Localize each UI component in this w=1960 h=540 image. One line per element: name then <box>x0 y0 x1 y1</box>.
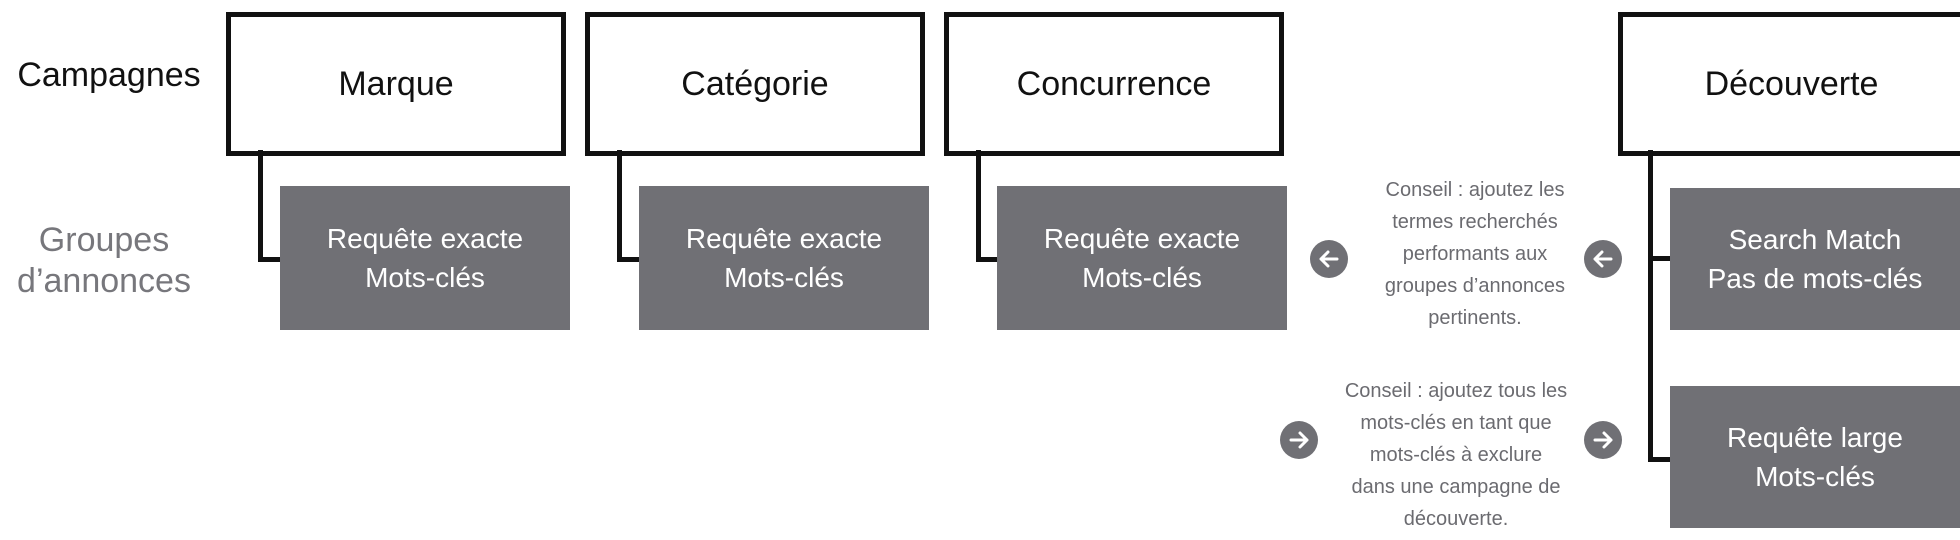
tip-add-search-terms: Conseil : ajoutez les termes recherchés … <box>1350 174 1600 334</box>
tip-line: performants aux <box>1402 243 1548 265</box>
campaigns-row-label: Campagnes <box>17 56 201 94</box>
adgroups-row-label-line1: Groupes <box>38 221 170 259</box>
adgroup-line1: Requête exacte <box>1043 222 1241 254</box>
adgroup-box-concurrence: Requête exacte Mots-clés <box>997 186 1287 330</box>
adgroup-line2: Pas de mots-clés <box>1707 263 1923 294</box>
adgroup-line2: Mots-clés <box>1755 461 1875 492</box>
adgroups-row-label-line2: d’annonces <box>17 261 191 300</box>
adgroup-box-search-match: Search Match Pas de mots-clés <box>1670 188 1960 330</box>
tip-line: Conseil : ajoutez les <box>1385 179 1565 201</box>
adgroups-row-label: Groupes d’annonces <box>4 220 204 302</box>
adgroup-line1: Search Match <box>1728 223 1902 255</box>
connector-marque <box>258 150 282 262</box>
adgroup-box-marque: Requête exacte Mots-clés <box>280 186 570 330</box>
adgroup-line2: Mots-clés <box>1082 262 1202 293</box>
connector-decouverte-branch-2 <box>1648 457 1672 462</box>
tip-line: découverte. <box>1403 508 1509 530</box>
campaign-name: Catégorie <box>681 64 829 103</box>
tip-line: mots-clés en tant que <box>1360 412 1552 434</box>
connector-categorie <box>617 150 641 262</box>
campaign-box-decouverte: Découverte <box>1618 12 1960 156</box>
arrow-right-circle-icon <box>1280 421 1318 459</box>
campaign-name: Marque <box>338 64 454 103</box>
arrow-right-circle-icon <box>1584 421 1622 459</box>
connector-decouverte-branch-1 <box>1648 256 1672 261</box>
adgroup-box-requete-large: Requête large Mots-clés <box>1670 386 1960 528</box>
connector-concurrence <box>976 150 1000 262</box>
adgroup-line1: Requête exacte <box>685 222 883 254</box>
adgroup-line1: Requête large <box>1727 421 1903 453</box>
tip-line: groupes d’annonces <box>1384 275 1566 297</box>
adgroup-line2: Mots-clés <box>365 262 485 293</box>
campaign-name: Concurrence <box>1016 64 1212 103</box>
campaign-box-categorie: Catégorie <box>585 12 925 156</box>
tip-line: pertinents. <box>1428 307 1522 329</box>
adgroup-line1: Requête exacte <box>326 222 524 254</box>
campaign-name: Découverte <box>1704 64 1879 103</box>
adgroup-box-categorie: Requête exacte Mots-clés <box>639 186 929 330</box>
tip-line: Conseil : ajoutez tous les <box>1344 380 1568 402</box>
adgroup-line2: Mots-clés <box>724 262 844 293</box>
tip-add-negative-keywords: Conseil : ajoutez tous les mots-clés en … <box>1316 375 1596 535</box>
tip-line: mots-clés à exclure <box>1369 444 1543 466</box>
campaign-box-marque: Marque <box>226 12 566 156</box>
tip-line: termes recherchés <box>1392 211 1558 233</box>
arrow-left-circle-icon <box>1310 240 1348 278</box>
tip-line: dans une campagne de <box>1351 476 1561 498</box>
arrow-left-circle-icon <box>1584 240 1622 278</box>
campaign-box-concurrence: Concurrence <box>944 12 1284 156</box>
connector-decouverte-trunk <box>1648 150 1653 462</box>
